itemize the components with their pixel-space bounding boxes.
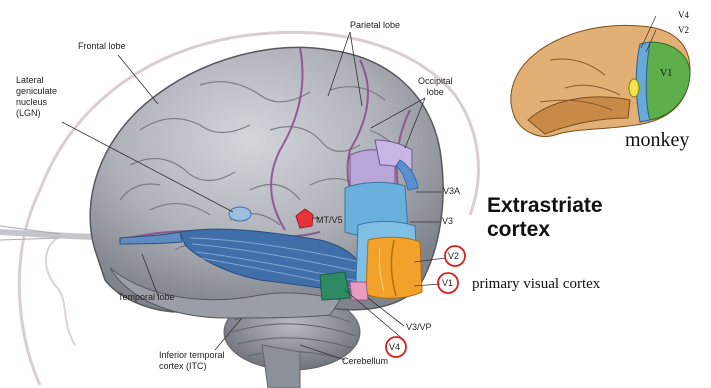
label-lgn: Lateral geniculate nucleus (LGN) xyxy=(16,75,57,119)
label-v3: V3 xyxy=(442,216,453,227)
heading-primary-visual-cortex: primary visual cortex xyxy=(472,276,600,293)
label-v1: V1 xyxy=(442,278,453,289)
label-frontal-lobe: Frontal lobe xyxy=(78,41,126,52)
label-occipital-lobe: Occipital lobe xyxy=(418,76,453,98)
label-temporal-lobe: Temporal lobe xyxy=(118,292,175,303)
monkey-label-v1: V1 xyxy=(660,68,672,79)
monkey-label-v2: V2 xyxy=(678,25,689,35)
label-cerebellum: Cerebellum xyxy=(342,356,388,367)
lgn-body xyxy=(229,207,251,221)
label-mt-v5: MT/V5 xyxy=(316,215,343,226)
area-vp xyxy=(350,282,368,300)
monkey-v4 xyxy=(629,79,639,97)
monkey-label-v4: V4 xyxy=(678,10,689,20)
label-v3a: V3A xyxy=(443,186,460,197)
label-itc: Inferior temporal cortex (ITC) xyxy=(159,350,225,372)
heading-extrastriate-cortex: Extrastriate cortex xyxy=(487,194,603,242)
label-v2: V2 xyxy=(448,251,459,262)
face-outline xyxy=(46,236,75,345)
area-v4 xyxy=(320,272,350,300)
label-parietal-lobe: Parietal lobe xyxy=(350,20,400,31)
label-v4: V4 xyxy=(389,342,400,353)
brainstem xyxy=(262,345,300,388)
monkey-caption: monkey xyxy=(625,129,689,152)
label-v3-vp: V3/VP xyxy=(406,322,432,333)
